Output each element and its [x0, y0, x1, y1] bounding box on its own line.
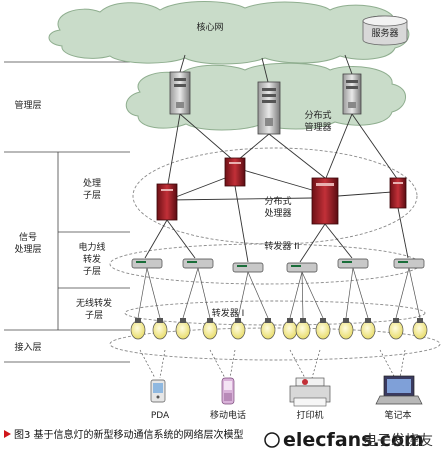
- bulb-link: [408, 267, 421, 319]
- plc-repeater-sublayer-label-3: 子层: [83, 266, 101, 277]
- bulb-links: [137, 267, 421, 319]
- server-tower-icon: [224, 157, 246, 187]
- plc-repeater-sublayer-label-1: 电力线: [78, 241, 105, 253]
- bulb-link: [146, 267, 161, 319]
- light-bulb-icon: [230, 318, 246, 340]
- server-tower-icon: [257, 81, 281, 135]
- light-bulb-icon: [338, 318, 354, 340]
- bulb-link: [301, 271, 304, 319]
- repeater-box-icon: [182, 258, 214, 269]
- server-tower-icon: [311, 177, 339, 225]
- plc-repeater-sublayer-label-2: 转发: [83, 253, 101, 265]
- repeater-box-icon: [393, 258, 425, 269]
- light-bulb-icon: [202, 318, 218, 340]
- bulb-link: [301, 271, 324, 319]
- laptop-label: 笔记本: [384, 409, 411, 421]
- access-layer-label: 接入层: [14, 341, 41, 353]
- repeater-box-icon: [337, 258, 369, 269]
- wireless-signal-rays: [139, 349, 406, 379]
- laptop-icon: [375, 375, 423, 405]
- light-bulb-icon: [295, 318, 311, 340]
- light-bulb-icon: [175, 318, 191, 340]
- light-bulb-icon: [282, 318, 298, 340]
- processing-sublayer-label-1: 处理: [83, 177, 101, 189]
- wireless-repeater-ellipse: [124, 300, 426, 326]
- mobile-phone-label: 移动电话: [210, 409, 246, 421]
- repeater-box-icon: [286, 262, 318, 273]
- layer-dividers: [4, 61, 130, 363]
- distributed-processor-label-2: 处理器: [264, 207, 291, 219]
- light-bulb-icon: [360, 318, 376, 340]
- pda-label: PDA: [151, 411, 170, 421]
- signal-processing-layer-label-1: 信号: [19, 231, 37, 243]
- distributed-manager-label-2: 管理器: [304, 121, 331, 133]
- figure-caption: 图3 基于信息灯的新型移动通信系统的网络层次模型: [14, 428, 244, 441]
- watermark-site: elecfans.com: [283, 429, 424, 451]
- light-bulb-icon: [260, 318, 276, 340]
- printer-icon: [289, 377, 331, 407]
- bulb-link: [237, 271, 249, 319]
- repeater-ii-label: 转发器 II: [264, 240, 299, 252]
- bulb-link: [345, 267, 354, 319]
- cloud-icon: [48, 1, 410, 65]
- bulb-link: [352, 267, 369, 319]
- processing-sublayer-label-2: 子层: [83, 190, 101, 201]
- management-links: [179, 54, 353, 83]
- repeater-i-label: 转发器 I: [212, 307, 245, 319]
- bulb-link: [197, 267, 211, 319]
- distributed-processor-label-1: 分布式: [264, 195, 291, 207]
- server-label: 服务器: [371, 27, 398, 39]
- server-tower-icon: [169, 71, 191, 115]
- pda-icon: [150, 379, 166, 403]
- repeater-box-icon: [232, 262, 264, 273]
- server-tower-icon: [342, 73, 362, 115]
- server-tower-icon: [156, 183, 178, 221]
- watermark-cn: 电子发烧友: [363, 433, 433, 449]
- light-bulb-icon: [152, 318, 168, 340]
- server-tower-icon: [389, 177, 407, 209]
- bulb-link: [137, 267, 148, 319]
- management-layer-label: 管理层: [14, 99, 41, 111]
- bulb-link: [289, 271, 303, 319]
- core-network-label: 核心网: [196, 21, 223, 33]
- mobile-phone-icon: [221, 377, 235, 405]
- bulb-row: [130, 318, 428, 340]
- caption-marker-icon: [4, 430, 11, 438]
- processing-sublayer-ellipse: [132, 147, 418, 245]
- database-icon: [362, 15, 408, 46]
- repeater-links: [144, 185, 409, 263]
- bulb-link: [395, 267, 410, 319]
- wireless-repeater-sublayer-label-1: 无线转发: [76, 297, 112, 309]
- printer-label: 打印机: [296, 409, 323, 421]
- processor-links: [167, 113, 399, 201]
- light-bulb-icon: [315, 318, 331, 340]
- distributed-manager-label-1: 分布式: [304, 109, 331, 121]
- light-bulb-icon: [388, 318, 404, 340]
- light-bulb-icon: [130, 318, 146, 340]
- signal-processing-layer-label-2: 处理层: [14, 243, 41, 255]
- light-bulb-icon: [412, 318, 428, 340]
- bulb-link: [182, 267, 199, 319]
- bulb-link: [247, 271, 269, 319]
- wireless-repeater-sublayer-label-2: 子层: [85, 310, 103, 321]
- watermark: elecfans.com 电子发烧友: [264, 429, 433, 451]
- repeater-box-icon: [131, 258, 163, 269]
